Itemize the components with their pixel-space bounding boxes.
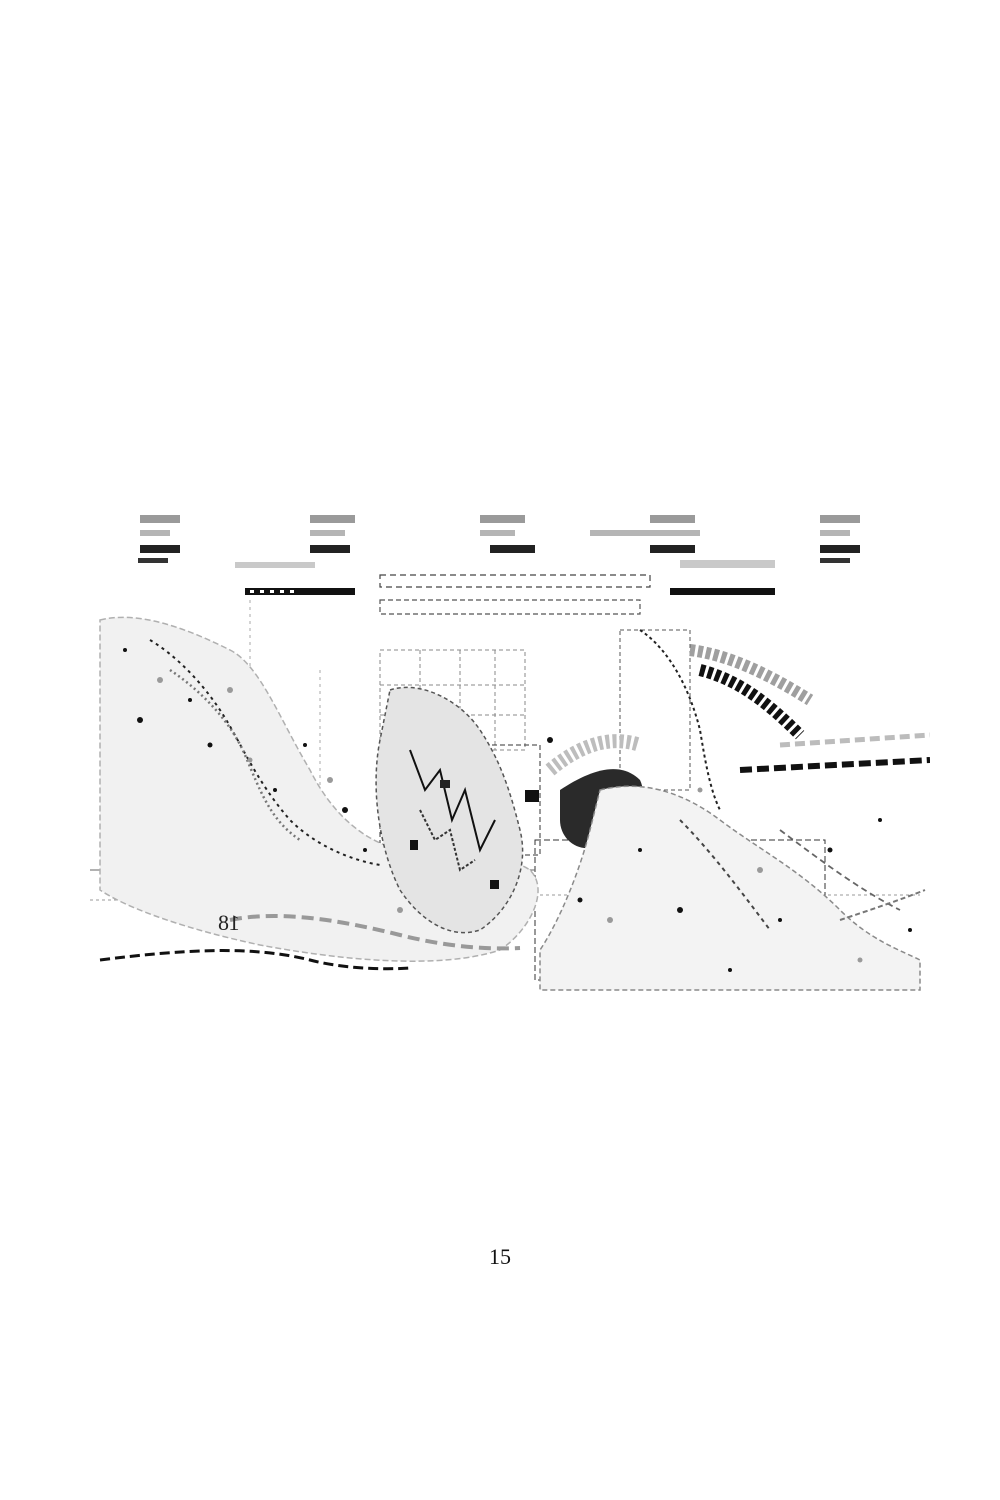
map-image: 18 (90, 515, 930, 991)
central-region (375, 686, 539, 934)
map-label-18: 18 (218, 910, 240, 935)
scanned-map-figure: 18 (80, 490, 930, 1000)
map-gray-specks (157, 677, 863, 963)
east-landmass (539, 629, 926, 991)
map-specks (123, 648, 912, 972)
map-header-band (138, 515, 860, 563)
scale-bars (235, 560, 775, 615)
page-number: 15 (489, 1244, 511, 1269)
